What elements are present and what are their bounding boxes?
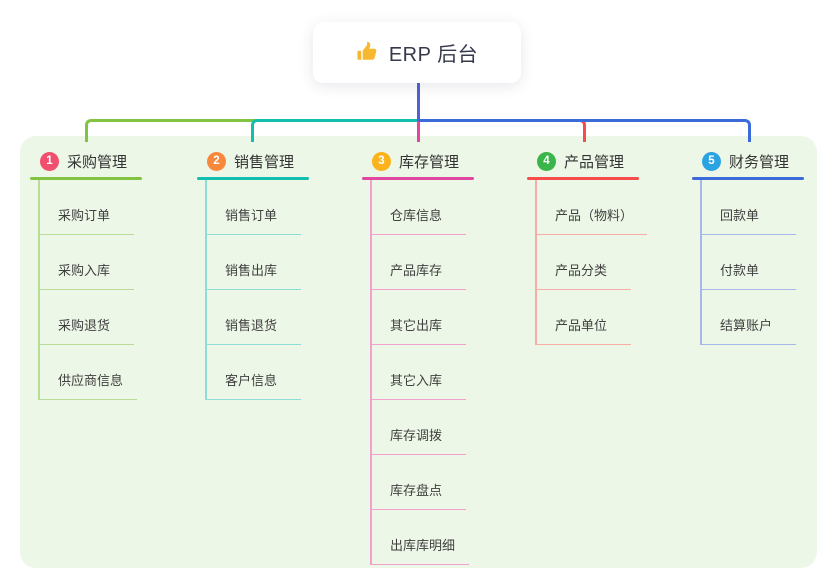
branches-background-panel xyxy=(20,136,817,568)
branch-number-badge: 4 xyxy=(537,151,556,171)
child-node[interactable]: 回款单 xyxy=(700,180,796,235)
branch-children: 销售订单 销售出库 销售退货 客户信息 xyxy=(205,180,301,400)
branch-children: 采购订单 采购入库 采购退货 供应商信息 xyxy=(38,180,138,400)
child-node[interactable]: 客户信息 xyxy=(205,345,301,400)
branch-children: 回款单 付款单 结算账户 xyxy=(700,180,796,345)
child-label: 销售订单 xyxy=(225,208,278,223)
branch-label: 财务管理 xyxy=(729,153,790,171)
child-label: 产品分类 xyxy=(555,263,608,278)
child-label: 客户信息 xyxy=(225,373,278,388)
child-label: 销售出库 xyxy=(225,263,278,278)
child-node[interactable]: 采购入库 xyxy=(38,235,134,290)
child-label: 采购入库 xyxy=(58,263,111,278)
branch-underline xyxy=(362,177,474,180)
child-label: 产品库存 xyxy=(390,263,443,278)
branch-number-badge: 5 xyxy=(702,151,721,171)
child-node[interactable]: 产品分类 xyxy=(535,235,631,290)
child-node[interactable]: 出库库明细 xyxy=(370,510,470,565)
branch-label: 库存管理 xyxy=(399,153,460,171)
child-node[interactable]: 库存盘点 xyxy=(370,455,466,510)
branch-underline xyxy=(527,177,639,180)
child-label: 付款单 xyxy=(720,263,760,278)
branch-label: 销售管理 xyxy=(234,153,295,171)
child-node[interactable]: 销售订单 xyxy=(205,180,301,235)
connector-branch-2 xyxy=(251,119,422,142)
thumbs-up-icon xyxy=(357,41,377,60)
child-label: 其它入库 xyxy=(390,373,443,388)
branch-sales: 2 销售管理 销售订单 销售出库 销售退货 客户信息 xyxy=(197,148,309,400)
branch-number-badge: 1 xyxy=(40,151,59,171)
branch-label: 采购管理 xyxy=(67,153,128,171)
child-node[interactable]: 其它入库 xyxy=(370,345,466,400)
branch-underline xyxy=(30,177,142,180)
branch-number-badge: 2 xyxy=(207,151,226,171)
child-label: 产品单位 xyxy=(555,318,608,333)
branch-children: 仓库信息 产品库存 其它出库 其它入库 库存调拨 库存盘点 出库库明细 xyxy=(370,180,470,565)
child-label: 供应商信息 xyxy=(58,373,124,388)
child-node[interactable]: 采购订单 xyxy=(38,180,134,235)
child-node[interactable]: 销售出库 xyxy=(205,235,301,290)
child-label: 采购退货 xyxy=(58,318,111,333)
child-label: 销售退货 xyxy=(225,318,278,333)
root-node-erp[interactable]: ERP 后台 xyxy=(313,22,521,83)
child-node[interactable]: 产品（物料） xyxy=(535,180,648,235)
child-node[interactable]: 产品单位 xyxy=(535,290,631,345)
branch-title-inventory[interactable]: 3 库存管理 xyxy=(362,148,474,174)
child-node[interactable]: 其它出库 xyxy=(370,290,466,345)
branch-title-product[interactable]: 4 产品管理 xyxy=(527,148,647,174)
child-node[interactable]: 采购退货 xyxy=(38,290,134,345)
child-label: 采购订单 xyxy=(58,208,111,223)
connector-branch-5 xyxy=(419,119,751,142)
child-label: 其它出库 xyxy=(390,318,443,333)
child-label: 库存盘点 xyxy=(390,483,443,498)
branch-children: 产品（物料） 产品分类 产品单位 xyxy=(535,180,648,345)
branch-number-badge: 3 xyxy=(372,151,391,171)
child-label: 出库库明细 xyxy=(390,538,456,553)
child-node[interactable]: 仓库信息 xyxy=(370,180,466,235)
child-node[interactable]: 产品库存 xyxy=(370,235,466,290)
child-node[interactable]: 付款单 xyxy=(700,235,796,290)
branch-finance: 5 财务管理 回款单 付款单 结算账户 xyxy=(692,148,804,345)
branch-product: 4 产品管理 产品（物料） 产品分类 产品单位 xyxy=(527,148,648,345)
child-node[interactable]: 供应商信息 xyxy=(38,345,138,400)
branch-purchase: 1 采购管理 采购订单 采购入库 采购退货 供应商信息 xyxy=(30,148,142,400)
branch-underline xyxy=(692,177,804,180)
child-node[interactable]: 库存调拨 xyxy=(370,400,466,455)
connector-root xyxy=(417,83,420,121)
connector-branch-3 xyxy=(417,120,420,142)
branch-label: 产品管理 xyxy=(564,153,625,171)
branch-underline xyxy=(197,177,309,180)
child-node[interactable]: 结算账户 xyxy=(700,290,796,345)
branch-inventory: 3 库存管理 仓库信息 产品库存 其它出库 其它入库 库存调拨 库存盘点 出库库… xyxy=(362,148,474,565)
child-label: 仓库信息 xyxy=(390,208,443,223)
child-node[interactable]: 销售退货 xyxy=(205,290,301,345)
branch-title-sales[interactable]: 2 销售管理 xyxy=(197,148,309,174)
child-label: 库存调拨 xyxy=(390,428,443,443)
child-label: 回款单 xyxy=(720,208,760,223)
child-label: 产品（物料） xyxy=(555,208,634,223)
branch-title-purchase[interactable]: 1 采购管理 xyxy=(30,148,142,174)
root-node-label: ERP 后台 xyxy=(388,44,479,66)
branch-title-finance[interactable]: 5 财务管理 xyxy=(692,148,804,174)
child-label: 结算账户 xyxy=(720,318,773,333)
